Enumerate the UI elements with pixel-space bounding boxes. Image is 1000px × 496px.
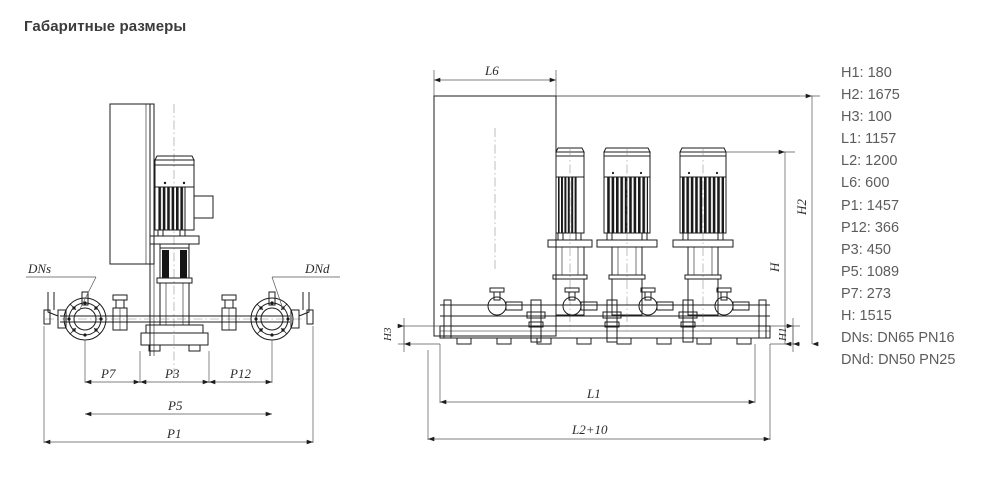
discharge-check-valve (221, 294, 237, 331)
spec-item-p7: P7: 273 (841, 285, 891, 302)
dimension-l2-plus-10: L2+10 (571, 422, 608, 437)
manifold-valve-2 (562, 287, 598, 316)
dimension-l1: L1 (586, 386, 601, 401)
manifold-valve-4 (714, 287, 750, 316)
dimension-p5-group: P5 (85, 398, 272, 417)
pump-unit-2 (596, 147, 658, 330)
spec-item-h: H: 1515 (841, 308, 892, 325)
spec-item-dns: DNs: DN65 PN16 (841, 330, 955, 347)
spec-item-l6: L6: 600 (841, 175, 890, 192)
spec-item-p3: P3: 450 (841, 241, 891, 258)
manifold-pipe (45, 315, 305, 323)
pump-motor (149, 155, 214, 249)
suction-check-valve (112, 294, 128, 331)
dimension-h2-group: H2 (556, 93, 820, 347)
specifications-list: H1: 180 H2: 1675 H3: 100 L1: 1157 L2: 12… (841, 62, 1000, 371)
dimension-l2plus10-group: L2+10 (428, 422, 770, 442)
spec-item-p1: P1: 1457 (841, 197, 900, 214)
side-elevation-group: L6 (382, 63, 820, 442)
manifold-valve-1 (487, 287, 523, 316)
side-manifold (440, 287, 770, 343)
base-frame (439, 299, 771, 345)
dimension-row-p7-p3-p12: P7 P3 P12 (85, 366, 272, 385)
callout-dnd-label: DNd (304, 261, 330, 276)
spec-item-p12: P12: 366 (841, 219, 900, 236)
dimension-h2: H2 (794, 199, 809, 216)
spec-item-l2: L2: 1200 (841, 153, 898, 170)
pump-unit-3 (672, 147, 734, 330)
dimension-l6: L6 (484, 63, 499, 78)
callout-dns-label: DNs (27, 261, 51, 276)
spec-item-p5: P5: 1089 (841, 263, 900, 280)
dimension-h1: H1 (777, 328, 789, 342)
front-elevation-group: DNs DNd P7 P3 P12 P5 (26, 103, 340, 445)
drop-pipe-3 (678, 299, 698, 343)
spec-item-h1: H1: 180 (841, 65, 892, 81)
callout-dns: DNs (26, 261, 97, 312)
dimension-p3: P3 (164, 366, 180, 381)
spec-item-h2: H2: 1675 (841, 87, 900, 104)
spec-item-dnd: DNd: DN50 PN25 (841, 352, 956, 369)
pump-unit-1 (547, 147, 593, 330)
drop-pipe-2 (602, 299, 622, 343)
dimension-p7: P7 (100, 366, 116, 381)
dimension-l6-group: L6 (433, 63, 557, 96)
dimension-h3: H3 (382, 327, 394, 342)
control-cabinet (109, 103, 155, 356)
base-feet (456, 337, 752, 345)
callout-dnd: DNd (271, 261, 340, 310)
pump-column (140, 247, 209, 352)
discharge-flange-dnd (250, 291, 314, 341)
manifold-valve-3 (638, 287, 674, 316)
drop-pipe-1 (526, 299, 546, 343)
dimension-p1: P1 (166, 426, 181, 441)
dimension-h3-group: H3 (382, 318, 440, 352)
dimension-h: H (767, 262, 782, 273)
spec-item-l1: L1: 1157 (841, 131, 897, 148)
dimension-h-group: H (726, 149, 795, 347)
page-title: Габаритные размеры (24, 18, 187, 35)
dimension-p5: P5 (167, 398, 183, 413)
dimension-p1-group: P1 (44, 426, 313, 445)
dimension-l1-group: L1 (440, 386, 755, 405)
dimension-p12: P12 (229, 366, 251, 381)
spec-item-h3: H3: 100 (841, 109, 892, 126)
